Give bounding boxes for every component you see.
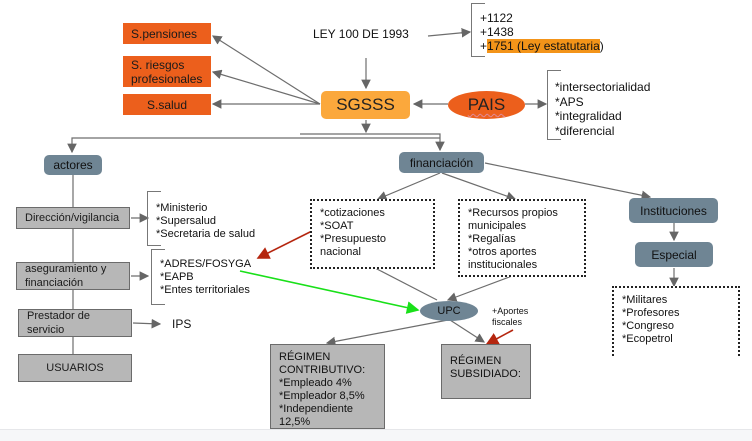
- pais-bracket: [547, 70, 561, 140]
- node-upc[interactable]: UPC: [420, 301, 478, 321]
- laws-list: +1122 +1438 +1751 (Ley estatutaria): [480, 11, 604, 53]
- pais-item: *intersectorialidad: [555, 80, 651, 94]
- node-sgsss[interactable]: SGSSS: [321, 91, 410, 119]
- laws-bracket: [471, 3, 485, 57]
- regimen-line: *Independiente 12,5%: [279, 403, 354, 428]
- aseguramiento-bracket: [151, 249, 165, 305]
- edge-left-upc: [374, 267, 438, 301]
- pais-items: *intersectorialidad *APS *integralidad *…: [555, 80, 650, 138]
- edge-red-presupuesto: [256, 227, 319, 259]
- source-item: *SOAT: [320, 220, 354, 232]
- node-s-salud[interactable]: S.salud: [123, 94, 211, 115]
- edge-prestador-ips: [132, 318, 162, 329]
- especial-items: *Militares *Profesores *Congreso *Ecopet…: [612, 286, 740, 356]
- node-aseguramiento[interactable]: aseguramiento y financiación: [16, 262, 130, 290]
- edge-split-financiacion: [300, 133, 445, 152]
- regimen-line: RÉGIMEN CONTRIBUTIVO:: [279, 351, 366, 376]
- especial-item: *Militares: [622, 294, 668, 306]
- law-item: +1122: [480, 11, 513, 25]
- node-financiacion[interactable]: financiación: [399, 152, 484, 173]
- aseguramiento-item: *Entes territoriales: [160, 284, 250, 296]
- sources-left: *cotizaciones *SOAT *Presupuesto naciona…: [310, 199, 435, 269]
- node-usuarios[interactable]: USUARIOS: [18, 354, 132, 382]
- highlighted-text: 1751 (Ley estatutaria: [487, 39, 600, 53]
- especial-item: *Ecopetrol: [622, 333, 673, 345]
- edge-ley-laws: [427, 28, 472, 38]
- edge-right-upc: [446, 275, 513, 302]
- direccion-item: *Secretaria de salud: [156, 228, 256, 240]
- edge-sgsss-riesgos: [211, 69, 321, 105]
- node-s-riesgos[interactable]: S. riesgos profesionales: [123, 56, 211, 87]
- direccion-items: *Ministerio *Supersalud *Secretaria de s…: [156, 202, 255, 241]
- direccion-bracket: [147, 191, 161, 246]
- pais-item: *APS: [555, 94, 584, 109]
- node-especial[interactable]: Especial: [635, 242, 713, 267]
- law-item: +1438: [480, 25, 514, 39]
- source-item: *Recursos propios municipales: [468, 207, 558, 232]
- law-item-highlight: +1751 (Ley estatutaria): [480, 39, 604, 53]
- especial-item: *Profesores: [622, 307, 680, 319]
- bottom-bar: [0, 429, 752, 441]
- aseguramiento-item: *ADRES/FOSYGA: [160, 258, 252, 270]
- node-regimen-subsidiado[interactable]: RÉGIMEN SUBSIDIADO:: [441, 344, 531, 399]
- node-instituciones[interactable]: Instituciones: [629, 198, 718, 223]
- node-direccion-vigilancia[interactable]: Dirección/vigilancia: [16, 207, 130, 229]
- node-regimen-contributivo[interactable]: RÉGIMEN CONTRIBUTIVO: *Empleado 4% *Empl…: [270, 344, 385, 429]
- regimen-line: *Empleado 4%: [279, 377, 352, 389]
- pais-item: *integralidad: [555, 109, 622, 123]
- source-item: *Regalías: [468, 233, 516, 245]
- node-ips[interactable]: IPS: [172, 317, 192, 331]
- especial-item: *Congreso: [622, 320, 674, 332]
- edge-fin-right: [441, 172, 517, 201]
- regimen-line: *Empleador 8,5%: [279, 390, 365, 402]
- source-item: *cotizaciones: [320, 207, 385, 219]
- edge-green-adres-upc: [239, 270, 420, 314]
- edge-upc-subsidiado: [449, 319, 486, 343]
- regimen-line: RÉGIMEN SUBSIDIADO:: [450, 355, 521, 380]
- edge-red-aportes: [485, 329, 514, 345]
- aseguramiento-item: *EAPB: [160, 271, 194, 283]
- edge-fin-instituciones: [484, 162, 652, 201]
- aportes-fiscales-label: +Aportes fiscales: [492, 306, 529, 327]
- node-prestador[interactable]: Prestador de servicio: [18, 309, 132, 337]
- law-title: LEY 100 DE 1993: [313, 27, 409, 41]
- source-item: *otros aportes institucionales: [468, 246, 538, 271]
- edge-upc-contributivo: [325, 319, 449, 347]
- node-pais[interactable]: PAIS: [448, 91, 525, 119]
- direccion-item: *Ministerio: [156, 202, 208, 214]
- direccion-item: *Supersalud: [156, 215, 216, 227]
- pais-item: *diferencial: [555, 123, 615, 138]
- edge-fin-left: [376, 172, 441, 201]
- aseguramiento-items: *ADRES/FOSYGA *EAPB *Entes territoriales: [160, 258, 251, 297]
- node-s-pensiones[interactable]: S.pensiones: [123, 23, 211, 44]
- edge-sgsss-pensiones: [211, 35, 321, 105]
- edge-split-actores: [67, 137, 440, 154]
- source-item: *Presupuesto nacional: [320, 233, 387, 258]
- sources-right: *Recursos propios municipales *Regalías …: [458, 199, 586, 277]
- node-actores[interactable]: actores: [44, 155, 102, 175]
